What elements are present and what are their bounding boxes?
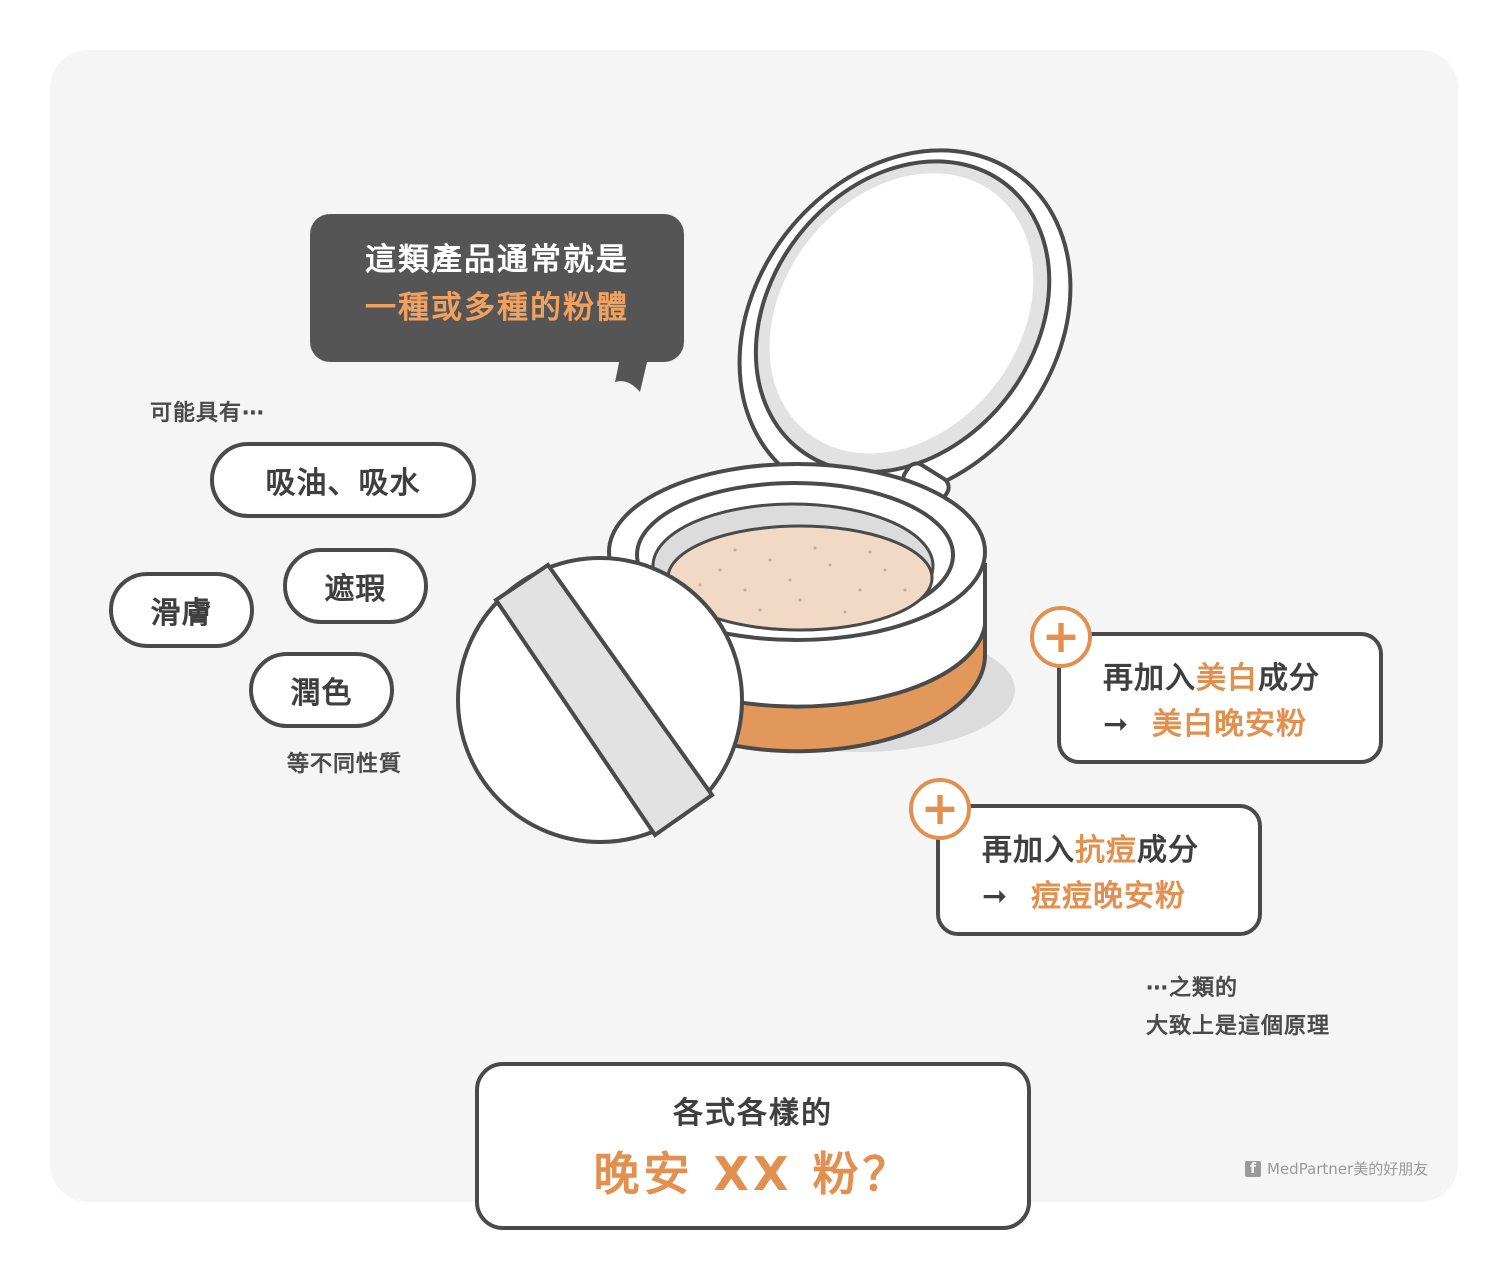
compact-lid — [737, 148, 1073, 502]
addition-whitening-box: 再加入美白成分 ➞ 美白晚安粉 — [1057, 632, 1383, 764]
speech-line-2: 一種或多種的粉體 — [365, 290, 629, 326]
bottom-line-1: 各式各樣的 — [673, 1096, 833, 1131]
credit-text: MedPartner美的好朋友 — [1267, 1160, 1429, 1178]
plus-icon: + — [909, 778, 971, 840]
closing-line-2: 大致上是這個原理 — [1146, 1014, 1331, 1039]
property-pill-concealer: 遮瑕 — [283, 548, 428, 624]
addition-whitening-line1: 再加入美白成分 — [1103, 661, 1320, 696]
property-pill-oil-water: 吸油、吸水 — [210, 442, 476, 518]
properties-intro: 可能具有⋯ — [150, 401, 266, 426]
closing-note: ⋯之類的 大致上是這個原理 — [1146, 970, 1330, 1046]
bottom-line-2: 晚安 XX 粉？ — [593, 1147, 913, 1201]
acne-result: 痘痘晚安粉 — [1031, 879, 1187, 914]
bottom-question-box: 各式各樣的 晚安 XX 粉？ — [475, 1062, 1031, 1230]
addition-acne-box: 再加入抗痘成分 ➞ 痘痘晚安粉 — [936, 804, 1262, 936]
arrow-icon: ➞ — [982, 879, 1009, 914]
property-pill-smooth: 滑膚 — [109, 572, 254, 648]
closing-line-1: ⋯之類的 — [1146, 976, 1239, 1001]
facebook-icon: f — [1245, 1160, 1261, 1177]
speech-bubble-text: 這類產品通常就是 一種或多種的粉體 — [312, 236, 682, 332]
powder-puff — [456, 556, 744, 844]
addition-acne-line1: 再加入抗痘成分 — [982, 833, 1199, 868]
arrow-icon: ➞ — [1103, 707, 1130, 742]
acne-highlight: 抗痘 — [1075, 833, 1137, 868]
addition-acne-line2: ➞ 痘痘晚安粉 — [982, 874, 1258, 920]
plus-icon: + — [1030, 606, 1092, 668]
property-pill-tint: 潤色 — [249, 652, 394, 728]
addition-whitening-line2: ➞ 美白晚安粉 — [1103, 702, 1379, 748]
whitening-highlight: 美白 — [1196, 661, 1258, 696]
properties-outro: 等不同性質 — [287, 752, 403, 777]
whitening-result: 美白晚安粉 — [1152, 707, 1308, 742]
speech-line-1: 這類產品通常就是 — [365, 242, 629, 278]
credit: f MedPartner美的好朋友 — [1245, 1158, 1428, 1179]
